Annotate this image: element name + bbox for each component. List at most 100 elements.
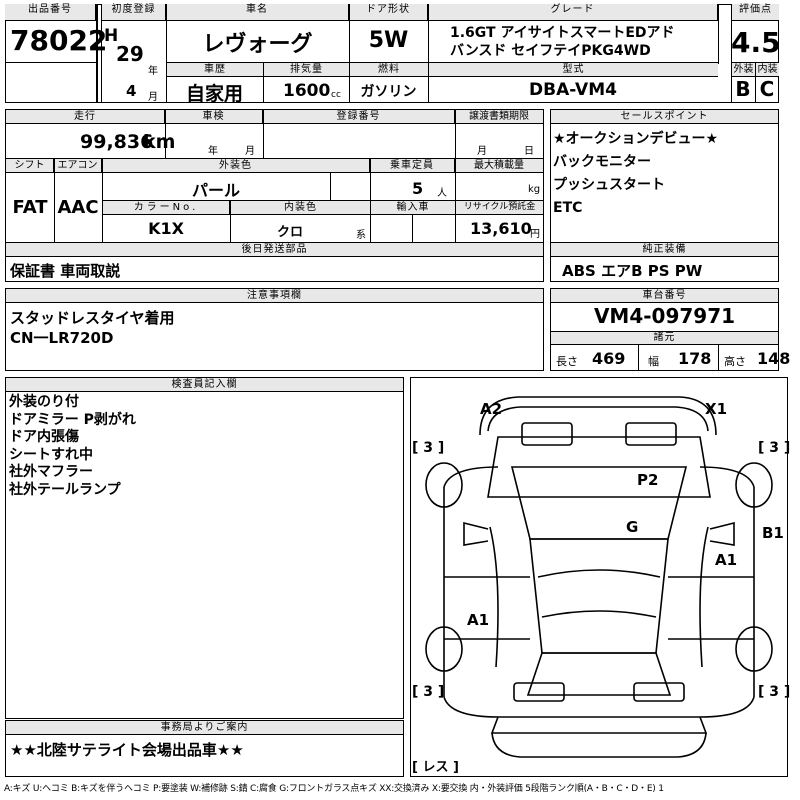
spare-tire: [ レス ] xyxy=(412,760,459,775)
shift-value: FAT xyxy=(12,197,48,218)
door-type: 5W xyxy=(368,28,409,53)
mileage-value: 99,836 xyxy=(80,131,154,153)
grade-line2: バンスド セイフテイPKG4WD xyxy=(450,43,651,59)
hdr-import: 輸入車 xyxy=(371,201,455,215)
caution-item: CN一LR720D xyxy=(10,329,114,347)
ext-color-value: パール xyxy=(191,181,240,200)
hdr-dimensions: 諸元 xyxy=(551,332,778,345)
car-outline xyxy=(425,396,773,758)
hdr-grade: グレード xyxy=(428,4,718,21)
mark-x1: X1 xyxy=(705,400,728,418)
recycle-value: 13,610 xyxy=(470,219,532,238)
sales-point-item: ★オークションデビュー★ xyxy=(553,131,719,147)
tire-rr: [ 3 ] xyxy=(758,684,791,700)
score-value: 4.5 xyxy=(731,26,781,59)
hdr-inspection: 車検 xyxy=(165,110,263,124)
int-color-value: クロ xyxy=(276,225,303,240)
hdr-shift: シフト xyxy=(6,159,54,173)
hdr-fuel: 燃料 xyxy=(350,63,428,77)
height-value: 148 xyxy=(757,349,791,368)
genuine-equip-value: ABS エアB PS PW xyxy=(562,262,703,280)
grade-line1: 1.6GT アイサイトスマートEDアド xyxy=(450,25,675,41)
km-unit: km xyxy=(143,131,176,153)
hdr-door: ドア形状 xyxy=(349,4,428,21)
fuel-value: ガソリン xyxy=(360,84,417,100)
inspector-note-item: 社外マフラー xyxy=(9,464,93,480)
car-diagram xyxy=(410,377,788,777)
hdr-int-color: 内装色 xyxy=(231,201,370,215)
hdr-genuine-equip: 純正装備 xyxy=(551,243,778,257)
hdr-interior: 内装 xyxy=(756,63,779,77)
hdr-sales-points: セールスポイント xyxy=(551,110,778,124)
office-notice-value: ★★北陸サテライト会場出品車★★ xyxy=(10,741,244,759)
mark-a1-left: A1 xyxy=(467,611,490,629)
year-unit: 年 xyxy=(148,66,158,77)
inspector-note-item: シートすれ中 xyxy=(9,446,93,463)
inspector-note-item: 外装のり付 xyxy=(9,394,79,410)
hdr-history: 車歴 xyxy=(167,63,263,77)
hdr-ext-color: 外装色 xyxy=(102,159,370,173)
hdr-chassis-no: 車台番号 xyxy=(551,289,778,303)
office-section xyxy=(5,720,404,777)
caution-section xyxy=(5,288,544,371)
chassis-no-value: VM4-097971 xyxy=(593,304,736,328)
month-unit: 月 xyxy=(148,92,158,103)
reg-month: 4 xyxy=(126,82,137,100)
mark-p2: P2 xyxy=(637,471,659,489)
sales-point-item: ETC xyxy=(553,200,583,216)
inspection-month-unit: 月 xyxy=(245,146,255,157)
width-label: 幅 xyxy=(648,355,659,368)
reg-year: 29 xyxy=(116,42,144,66)
mark-g: G xyxy=(626,518,639,536)
hdr-model-code: 型式 xyxy=(429,63,718,77)
persons-unit: 人 xyxy=(437,188,447,199)
transfer-day-unit: 日 xyxy=(524,146,534,157)
hdr-exterior: 外装 xyxy=(732,63,755,77)
yen-unit: 円 xyxy=(530,229,540,240)
mark-a2: A2 xyxy=(480,400,503,418)
cc-unit: cc xyxy=(331,90,341,100)
mark-b1: B1 xyxy=(762,524,784,542)
hdr-displacement: 排気量 xyxy=(264,63,349,77)
hdr-mileage: 走行 xyxy=(6,110,165,124)
specs-section xyxy=(5,109,544,282)
inspector-section xyxy=(5,377,404,719)
width-value: 178 xyxy=(678,349,712,368)
model-code-value: DBA-VM4 xyxy=(529,80,617,100)
kei-unit: 系 xyxy=(356,230,366,241)
parts-later-value: 保証書 車両取説 xyxy=(10,262,121,280)
hdr-transfer: 譲渡書類期限 xyxy=(455,110,543,124)
hdr-max-load: 最大積載量 xyxy=(455,159,543,173)
tire-fl: [ 3 ] xyxy=(412,440,445,456)
tire-rl: [ 3 ] xyxy=(412,684,445,700)
hdr-color-no: カラーNo. xyxy=(103,201,230,215)
tire-fr: [ 3 ] xyxy=(758,440,791,456)
legend: A:キズ U:ヘコミ B:キズを伴うヘコミ P:要塗装 W:補修跡 S:錆 C:… xyxy=(4,784,664,794)
sales-points-section xyxy=(550,109,779,282)
inspector-note-item: 社外テールランプ xyxy=(9,481,121,498)
displacement-value: 1600 xyxy=(283,81,331,101)
interior-grade: C xyxy=(759,77,775,101)
capacity-value: 5 xyxy=(412,179,424,198)
inspector-notes: 外装のり付ドアミラー P剥がれドア内張傷シートすれ中社外マフラー社外テールランプ xyxy=(9,394,399,499)
inspector-note-item: ドアミラー P剥がれ xyxy=(9,411,136,428)
hdr-inspector: 検査員記入欄 xyxy=(6,378,403,392)
hdr-capacity: 乗車定員 xyxy=(370,159,455,173)
hdr-first-reg: 初度登録 xyxy=(101,4,166,21)
car-name: レヴォーグ xyxy=(202,32,313,57)
kg-unit: kg xyxy=(528,184,541,195)
sales-point-item: プッシュスタート xyxy=(553,177,665,193)
lot-number: 78022 xyxy=(10,24,108,57)
length-label: 長さ xyxy=(556,355,578,368)
hdr-caution: 注意事項欄 xyxy=(6,289,543,303)
hdr-parts-later: 後日発送部品 xyxy=(6,243,543,257)
hdr-lot-no: 出品番号 xyxy=(5,4,96,21)
mark-a1-right: A1 xyxy=(715,551,738,569)
history-value: 自家用 xyxy=(185,83,243,105)
color-no-value: K1X xyxy=(148,219,184,238)
length-value: 469 xyxy=(592,349,626,368)
hdr-office-notice: 事務局よりご案内 xyxy=(6,721,403,735)
hdr-car-name: 車名 xyxy=(166,4,349,21)
